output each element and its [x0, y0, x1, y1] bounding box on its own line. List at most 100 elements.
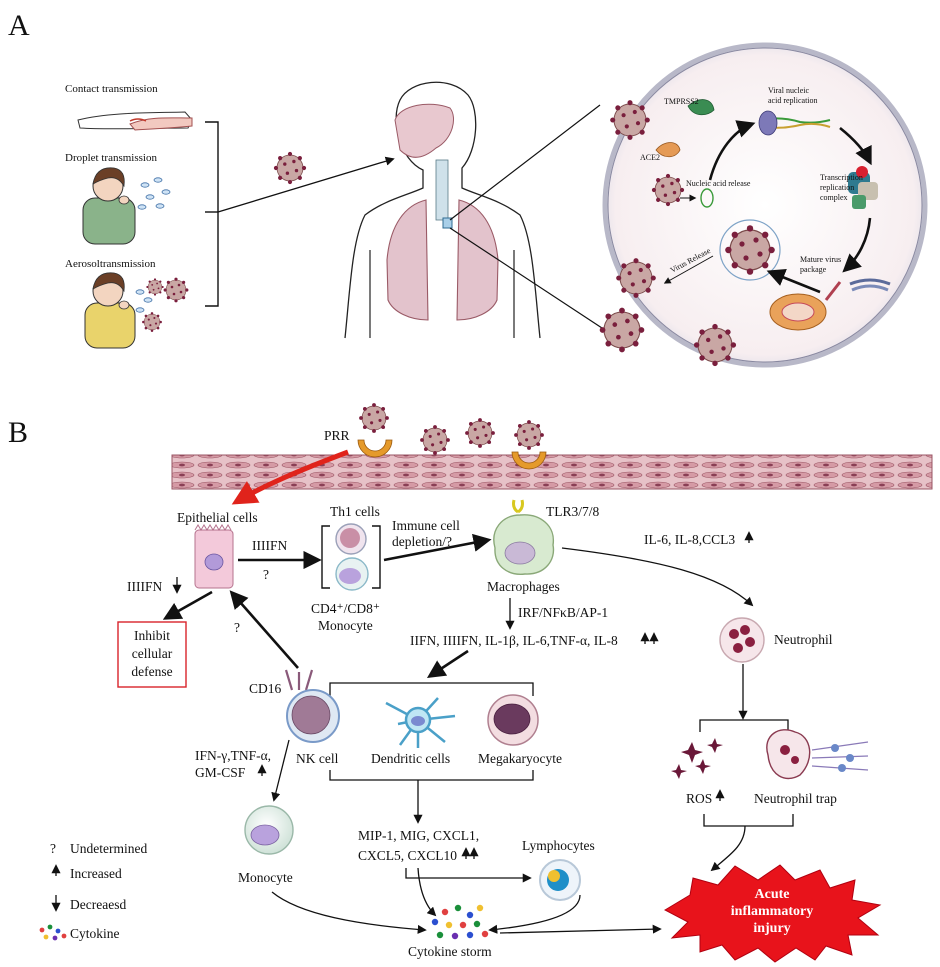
arrow-nk-to-epithelial — [229, 590, 299, 669]
virus-release-arrow — [663, 255, 714, 284]
ros-label: ROS — [686, 791, 712, 806]
legend-cytokine-label: Cytokine — [70, 926, 120, 941]
lymphocytes-label: Lymphocytes — [522, 838, 595, 853]
legend-decreased-label: Decreaesd — [70, 897, 126, 912]
contact-hands-illustration — [77, 111, 193, 131]
viral-replication-label-1: Viral nucleic — [768, 86, 810, 95]
infected-cell — [602, 42, 928, 368]
injury-label-3: injury — [753, 921, 790, 936]
irf-label: IRF/NFκB/AP-1 — [518, 605, 608, 620]
cycle-arrow-3 — [842, 217, 872, 273]
immune-group-bracket — [329, 682, 534, 696]
inhibit-label-3: defense — [131, 664, 172, 679]
ace2-label: ACE2 — [640, 153, 660, 162]
released-rna-icon — [700, 188, 714, 208]
macrophages-label: Macrophages — [487, 579, 560, 594]
question-mark-1: ? — [263, 567, 269, 582]
legend: ? Undetermined Increased Decreaesd Cytok… — [39, 841, 147, 941]
th1-cells-label: Th1 cells — [330, 504, 380, 519]
zoom-line-bottom — [449, 227, 606, 331]
iiiifn-down-label: IIIIFN — [127, 579, 162, 594]
released-virus-3 — [693, 323, 737, 367]
arrow-to-injury — [710, 825, 746, 872]
prr-label: PRR — [324, 428, 350, 443]
cycle-arrow-1 — [708, 120, 756, 181]
replication-complex-icon — [848, 166, 878, 209]
ace2-receptor — [655, 142, 681, 158]
mip-label-2: CXCL5, CXCL10 — [358, 848, 457, 863]
rna-replication-icon — [758, 110, 831, 136]
prr-receptor-2 — [511, 451, 547, 470]
legend-increased-label: Increased — [70, 866, 122, 881]
megakaryocyte-label: Megakaryocyte — [478, 751, 562, 766]
epithelial-cells-label: Epithelial cells — [177, 510, 258, 525]
cycle-arrow-4 — [766, 268, 821, 294]
panel-b-label: B — [8, 416, 28, 449]
neutrophil-trap-icon — [766, 729, 869, 780]
monocyte-top-label: Monocyte — [318, 618, 373, 633]
nucleus-icon — [769, 293, 827, 331]
panel-a-label: A — [8, 9, 30, 42]
question-mark-2: ? — [234, 620, 240, 635]
monocyte-top-icon — [335, 557, 369, 591]
neutrophil-icon — [719, 617, 765, 663]
neutrophil-trap-label: Neutrophil trap — [754, 791, 837, 806]
contact-transmission-label: Contact transmission — [65, 83, 158, 95]
monocyte-bottom-label: Monocyte — [238, 870, 293, 885]
cytokine-storm-label: Cytokine storm — [408, 944, 492, 959]
ifn-label-2: GM-CSF — [195, 765, 246, 780]
prr-signal-arrow — [231, 449, 349, 505]
nk-cell-label: NK cell — [296, 751, 339, 766]
epithelium-layer — [171, 454, 933, 490]
lymphocyte-icon — [539, 859, 581, 901]
golgi-icon — [824, 278, 891, 301]
viral-replication-label-2: acid replication — [768, 96, 818, 105]
droplet-transmission-label: Droplet transmission — [65, 152, 157, 164]
arrow-to-respiratory — [217, 156, 395, 213]
tmprss2-receptor — [687, 99, 715, 116]
aerosol-transmission-label: Aerosoltransmission — [65, 258, 156, 270]
nucleic-release-label: Nucleic acid release — [686, 179, 751, 188]
mature-virion-icon — [724, 224, 776, 276]
inhibit-label-1: Inhibit — [134, 628, 170, 643]
immune-depletion-label-2: depletion/? — [392, 534, 452, 549]
monocyte-bottom-icon — [244, 805, 294, 855]
arrow-to-lymphocytes — [405, 868, 532, 883]
prr-receptor-1 — [357, 439, 393, 458]
ifn-label-1: IFN-γ,TNF-α, — [195, 748, 271, 763]
neutrophil-bracket-top — [699, 719, 789, 732]
tmprss2-label: TMPRSS2 — [664, 97, 699, 106]
virus-entry-icon — [609, 99, 651, 141]
cd4-cd8-label: CD4⁺/CD8⁺ — [311, 601, 380, 616]
virion-vesicle — [719, 219, 781, 281]
mip-label-1: MIP-1, MIG, CXCL1, — [358, 828, 479, 843]
injury-label-2: inflammatory — [731, 904, 813, 919]
cycle-arrow-2 — [839, 126, 872, 166]
arrow-monocyte-to-storm — [271, 891, 427, 934]
aerosol-person-illustration — [84, 272, 189, 349]
transcription-label-3: complex — [820, 193, 848, 202]
epithelial-cell-icon — [194, 524, 234, 589]
arrow-nk-to-monocyte — [271, 739, 290, 802]
ros-icon — [671, 738, 723, 779]
il-ccl-label: IL-6, IL-8,CCL3 — [644, 532, 735, 547]
arrow-to-immune-group — [426, 649, 469, 679]
megakaryocyte-icon — [487, 694, 539, 746]
droplet-person-illustration — [82, 167, 171, 245]
arrow-mip-to-storm — [417, 867, 437, 917]
iiiifn-arrow-label: IIIIFN — [252, 538, 287, 553]
mature-virus-label-1: Mature virus — [800, 255, 841, 264]
airborne-virus-icon — [273, 151, 307, 185]
nk-cell-icon — [284, 669, 340, 743]
inhibit-defense-box — [117, 621, 187, 688]
immune-depletion-label-1: Immune cell — [392, 518, 460, 533]
arrow-to-inhibit — [162, 590, 213, 620]
neutrophil-label: Neutrophil — [774, 632, 833, 647]
legend-undetermined-label: Undetermined — [70, 841, 147, 856]
neutrophil-bracket-bottom — [703, 814, 794, 827]
transcription-label-2: replication — [820, 183, 854, 192]
cd16-label: CD16 — [249, 681, 282, 696]
legend-cytokine-icon — [39, 924, 67, 941]
dendritic-cell-icon — [385, 697, 456, 748]
